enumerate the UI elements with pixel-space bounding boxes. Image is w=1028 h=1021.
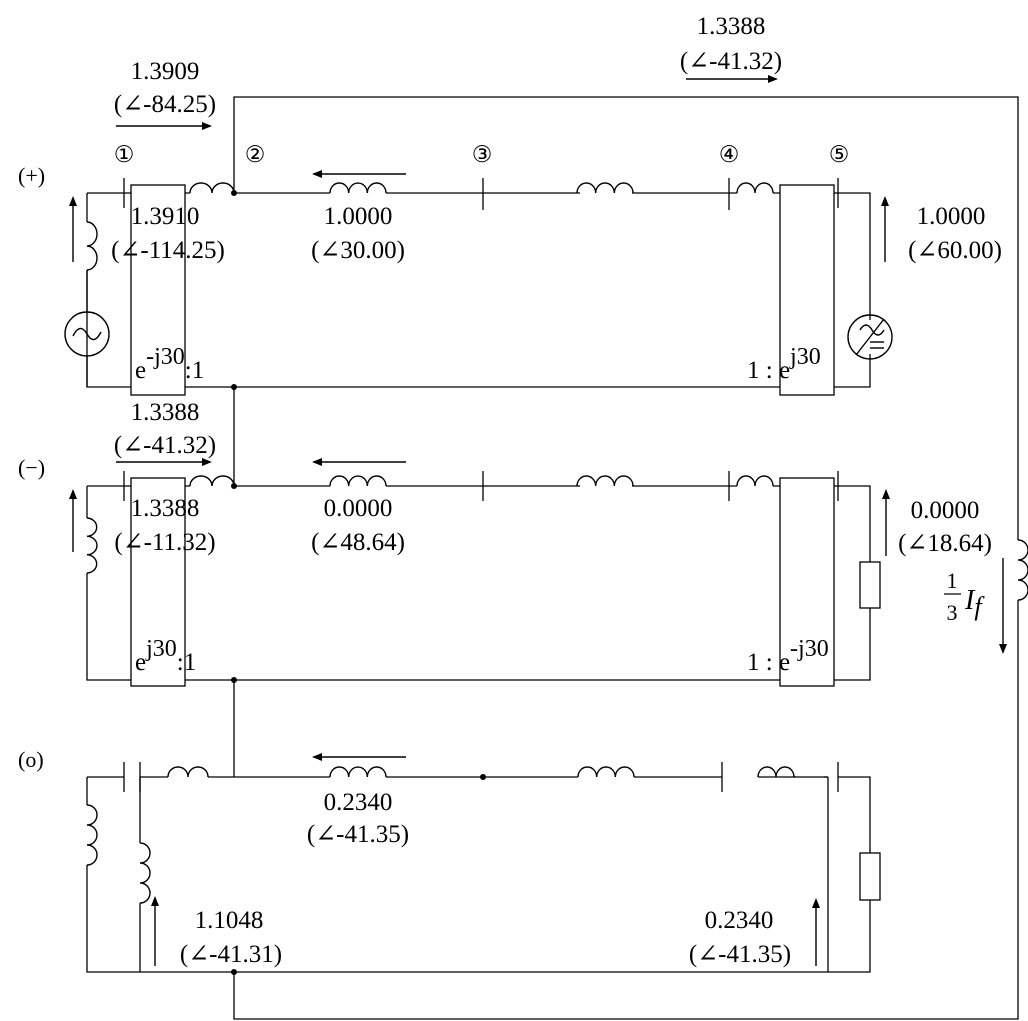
pos-inductor-4-5-icon [736,182,774,194]
pos-inductor-line-a-icon [329,182,387,194]
arrow-right-icon [686,75,778,83]
neg-left-ratio: ej30:1 [135,636,196,676]
zero-wires [86,776,871,973]
neg-inductor-1-2-icon [189,475,235,487]
current-angle: (∠48.64) [311,529,405,556]
current-magnitude: 1.1048 [195,907,264,934]
zero-inductor-line-a-icon [329,766,387,778]
negative-sequence-network [86,471,881,687]
arrow-up-icon [69,196,77,262]
current-angle: (∠-41.35) [307,821,409,848]
node-label-1: ① [114,142,135,167]
pos-inductor-line-b-icon [576,182,634,194]
current-angle: (∠30.00) [311,237,405,264]
current-angle: (∠-41.35) [689,941,791,968]
zero-inductor-1-2-icon [167,766,209,778]
node-labels: ① ② ③ ④ ⑤ [114,142,850,167]
arrow-right-icon [116,122,212,130]
zero-left-ground-inductor-icon [86,804,98,866]
arrow-left-icon [312,170,406,178]
arrow-up-icon [881,196,889,262]
network-labels: (+) (−) (o) [18,163,45,772]
arrow-up-icon [882,489,890,556]
zero-right-resistor-icon [859,852,881,901]
current-magnitude: 1.0000 [324,203,393,230]
node-label-2: ② [245,142,266,167]
junction-dot [231,969,237,975]
zero-inductor-line-b-icon [577,766,635,778]
pos-right-ratio: 1 : ej30 [747,344,821,384]
current-magnitude: 1.0000 [917,203,986,230]
zero-gen-inductor-icon [139,842,151,904]
neg-inductor-line-b-icon [576,475,634,487]
transformer-ratio-labels: e-j30:1 1 : ej30 ej30:1 1 : e-j30 [135,344,829,676]
node-label-3: ③ [472,142,493,167]
current-angle: (∠-41.32) [680,48,782,75]
current-magnitude: 0.0000 [324,495,393,522]
zero-sequence-network [86,762,881,973]
negative-network-label: (−) [18,455,45,480]
current-angle: (∠-114.25) [111,237,225,264]
zero-network-label: (o) [18,747,44,772]
pos-inductor-1-2-icon [189,182,235,194]
neg-right-resistor-icon [859,561,881,609]
arrow-up-icon [69,489,77,552]
series-connection-wires [233,96,1019,1020]
pos-left-transformer [130,184,186,396]
current-magnitude: 0.0000 [911,497,980,524]
pos-right-transformer [779,184,835,396]
current-magnitude: 1.3909 [131,58,200,85]
fault-impedance-inductor-icon [1017,539,1028,601]
neg-left-transformer [130,477,186,687]
fault-current-symbol: If [964,585,985,621]
neg-right-transformer [779,477,835,687]
pos-left-ratio: e-j30:1 [135,344,204,384]
arrow-down-icon [999,558,1007,654]
arrow-left-icon [312,458,406,466]
current-magnitude: 1.3388 [131,495,200,522]
arrow-left-icon [312,753,406,761]
current-angle: (∠60.00) [908,237,1002,264]
neg-inductor-line-a-icon [329,475,387,487]
current-angle: (∠18.64) [898,530,992,557]
current-magnitude: 1.3388 [131,399,200,426]
current-magnitude: 0.2340 [705,907,774,934]
current-magnitude: 0.2340 [324,789,393,816]
current-magnitude: 1.3388 [697,13,766,40]
fault-connection [231,96,1028,1020]
junction-dot [480,774,486,780]
zero-inductor-4-5-icon [757,766,795,778]
current-labels: 1.3388 (∠-41.32) 1.3909 (∠-84.25) 1.3910… [111,13,1002,968]
current-angle: (∠-84.25) [114,91,216,118]
fraction-numerator: 1 [947,568,958,593]
pos-ac-source-icon [64,311,110,357]
node-label-4: ④ [719,142,740,167]
current-angle: (∠-41.31) [180,941,282,968]
arrow-right-icon [116,458,212,466]
current-magnitude: 1.3910 [131,203,200,230]
arrow-up-icon [151,896,159,966]
fraction-denominator: 3 [947,600,958,625]
node-label-5: ⑤ [829,142,850,167]
arrow-up-icon [812,898,820,966]
current-angle: (∠-41.32) [114,432,216,459]
neg-right-ratio: 1 : e-j30 [747,636,829,676]
neg-left-inductor-icon [86,517,98,574]
fault-current-label: 1 3 If [944,568,985,625]
pos-left-inductor-icon [86,221,98,271]
pos-right-source-icon [847,314,893,360]
positive-network-label: (+) [18,163,45,188]
neg-inductor-4-5-icon [736,475,774,487]
current-angle: (∠-11.32) [114,529,215,556]
current-arrows [69,75,1007,966]
